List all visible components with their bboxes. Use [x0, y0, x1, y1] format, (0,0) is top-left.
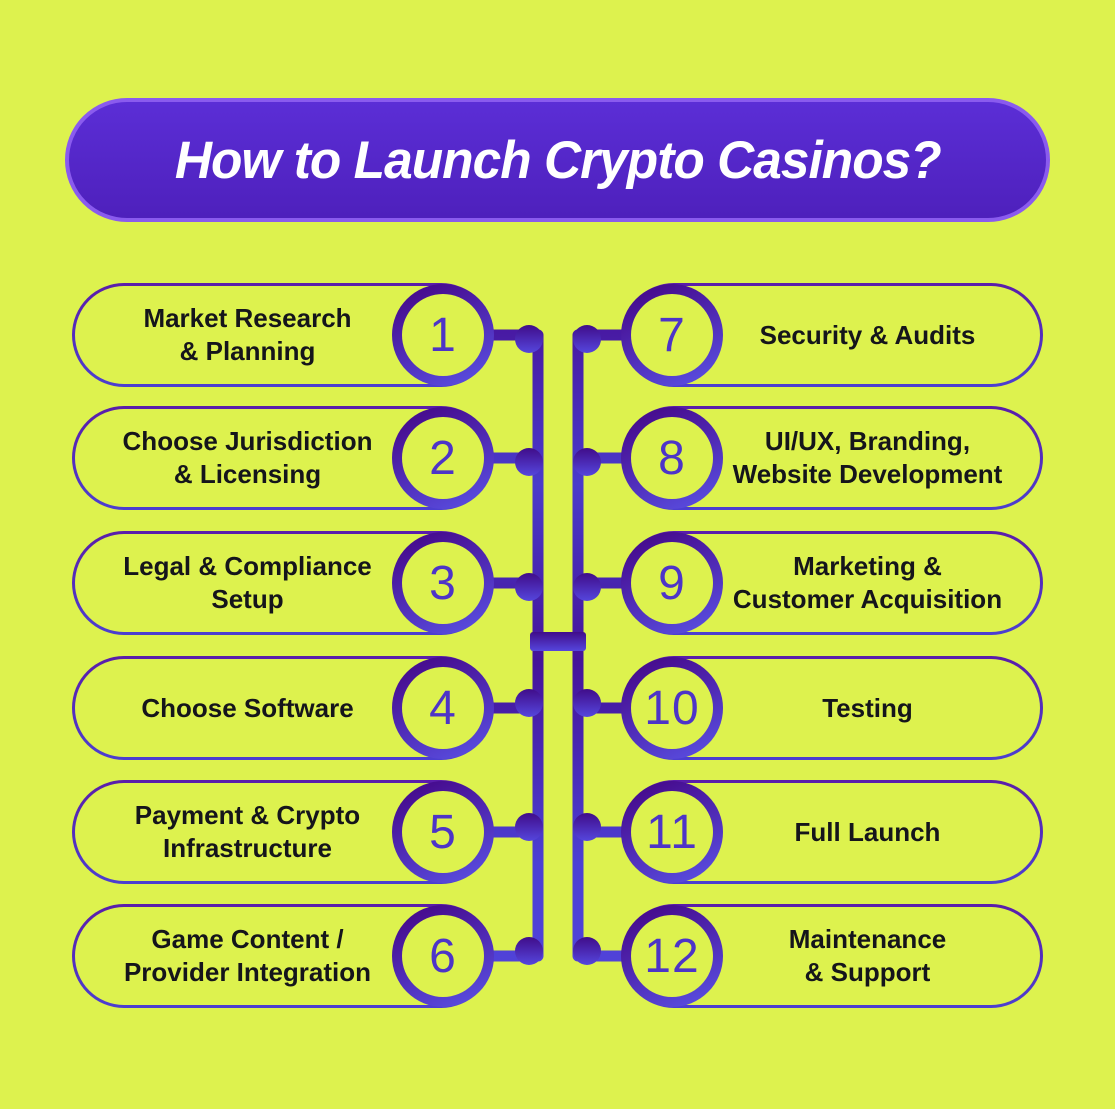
step-3-label: Legal & Compliance Setup: [123, 551, 372, 614]
step-9-number: 9: [658, 556, 686, 610]
step-8-number: 8: [658, 431, 686, 485]
step-9-label: Marketing & Customer Acquisition: [732, 551, 1003, 614]
step-10-circle: 10: [621, 657, 723, 759]
junction-blob: [573, 325, 601, 353]
step-12-circle: 12: [621, 905, 723, 1007]
step-1-number: 1: [429, 308, 457, 362]
step-3-circle: 3: [392, 532, 494, 634]
step-6-number: 6: [429, 929, 457, 983]
step-7-circle: 7: [621, 284, 723, 386]
step-4-number: 4: [429, 681, 457, 735]
junction-blob: [573, 813, 601, 841]
junction-blob: [515, 448, 543, 476]
step-2-circle: 2: [392, 407, 494, 509]
step-1-circle: 1: [392, 284, 494, 386]
step-5-number: 5: [429, 805, 457, 859]
step-2-number: 2: [429, 431, 457, 485]
step-10-number: 10: [644, 681, 700, 735]
junction-blob: [515, 689, 543, 717]
step-6-label: Game Content / Provider Integration: [123, 924, 372, 987]
page-title: How to Launch Crypto Casinos?: [174, 130, 942, 190]
step-6-circle: 6: [392, 905, 494, 1007]
step-9-circle: 9: [621, 532, 723, 634]
step-7-number: 7: [658, 308, 686, 362]
step-1-label: Market Research & Planning: [143, 303, 352, 366]
step-7-label: Security & Audits: [759, 319, 976, 350]
junction-blob: [515, 937, 543, 965]
junction-blob: [515, 325, 543, 353]
step-5-label: Payment & Crypto Infrastructure: [134, 800, 361, 863]
step-11-label: Full Launch: [794, 816, 941, 847]
junction-blob: [573, 448, 601, 476]
step-12-label: Maintenance & Support: [788, 924, 947, 987]
junction-blob: [573, 689, 601, 717]
step-5-circle: 5: [392, 781, 494, 883]
step-8-circle: 8: [621, 407, 723, 509]
step-11-circle: 11: [621, 781, 723, 883]
step-11-number: 11: [646, 805, 698, 859]
step-2-label: Choose Jurisdiction & Licensing: [122, 426, 373, 489]
junction-blob: [515, 573, 543, 601]
step-10-label: Testing: [822, 692, 913, 723]
step-4-circle: 4: [392, 657, 494, 759]
junction-blob: [573, 573, 601, 601]
step-8-label: UI/UX, Branding, Website Development: [732, 426, 1003, 489]
header-banner: How to Launch Crypto Casinos?: [65, 98, 1050, 222]
step-12-number: 12: [644, 929, 700, 983]
junction-blob: [573, 937, 601, 965]
center-bridge: [530, 632, 586, 651]
step-3-number: 3: [429, 556, 457, 610]
junction-blob: [515, 813, 543, 841]
step-4-label: Choose Software: [141, 692, 354, 723]
